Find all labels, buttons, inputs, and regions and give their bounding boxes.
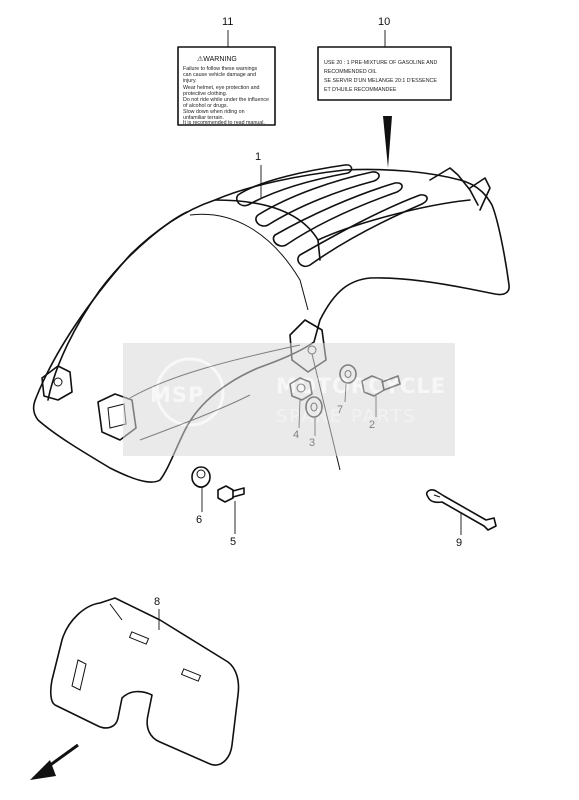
watermark: MSP MOTORCYCLE SPARE PARTS	[123, 343, 455, 456]
watermark-logo: MSP	[150, 383, 204, 407]
spanner-part	[425, 489, 497, 531]
warning-label-line: It is recommended to read manual.	[183, 120, 265, 126]
warning-label-line: unfamiliar terrain.	[183, 115, 224, 121]
warning-label: ⚠WARNING Failure to follow these warning…	[177, 46, 276, 126]
fuel-label-line: SE SERVIR D'UN MELANGE 20:1 D'ESSENCE	[324, 78, 437, 84]
warning-label-line: injury.	[183, 78, 197, 84]
warning-label-line: Wear helmet, eye protection and	[183, 85, 260, 91]
watermark-line1: MOTORCYCLE	[276, 374, 446, 398]
warning-label-line: protective clothing.	[183, 91, 227, 97]
warning-label-line: Do not ride while under the influence	[183, 97, 269, 103]
fuel-label-line: ET D'HUILE RECOMMANDEE	[324, 87, 397, 93]
callout-number: 1	[255, 151, 261, 163]
warning-label-title: ⚠WARNING	[197, 55, 237, 63]
warning-label-line: Failure to follow these warnings	[183, 66, 258, 72]
fuel-label-line: RECOMMENDED OIL	[324, 69, 377, 75]
watermark-line2: SPARE PARTS	[276, 406, 417, 427]
warning-label-line: Slow down when riding on	[183, 109, 245, 115]
callout-number: 10	[378, 16, 390, 28]
warning-label-line: of alcohol or drugs.	[183, 103, 228, 109]
callout-number: 8	[154, 596, 160, 608]
callout-number: 5	[230, 536, 236, 548]
bolt-part	[217, 485, 245, 503]
fuel-label-line: USE 20 : 1 PRE-MIXTURE OF GASOLINE AND	[324, 60, 437, 66]
plate-bracket	[49, 597, 240, 766]
pointer-arrow-icon	[383, 116, 392, 168]
front-arrow-icon	[30, 743, 79, 780]
callout-number: 9	[456, 537, 462, 549]
callout-number: 11	[222, 16, 233, 28]
warning-label-line: can cause vehicle damage and	[183, 72, 256, 78]
fuel-label: USE 20 : 1 PRE-MIXTURE OF GASOLINE AND R…	[317, 46, 452, 101]
cushion-part	[191, 466, 211, 488]
callout-number: 6	[196, 514, 202, 526]
